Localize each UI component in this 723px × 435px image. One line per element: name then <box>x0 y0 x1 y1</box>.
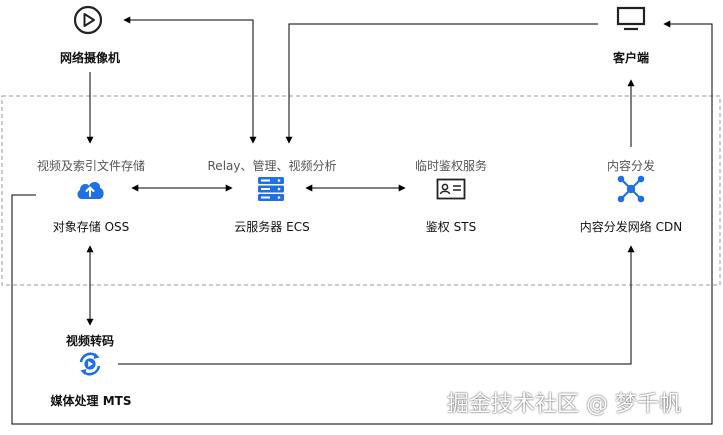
cdn-caption: 内容分发 <box>606 159 656 173</box>
play-circle-icon <box>73 5 103 35</box>
ecs-caption: Relay、管理、视频分析 <box>207 159 337 173</box>
network-nodes-icon <box>617 175 645 203</box>
edge-oss-client <box>11 20 713 425</box>
watermark-text: 掘金技术社区 @ 梦千帆 <box>447 392 681 417</box>
cloud-region-border <box>1 95 721 286</box>
ecs-label: 云服务器 ECS <box>234 220 310 234</box>
cdn-label: 内容分发网络 CDN <box>579 220 683 234</box>
edge-mts-cdn <box>118 245 635 365</box>
oss-caption: 视频及索引文件存储 <box>36 159 146 173</box>
client-label: 客户端 <box>612 51 650 65</box>
sts-caption: 临时鉴权服务 <box>414 159 488 173</box>
sts-label: 鉴权 STS <box>425 220 477 234</box>
oss-label: 对象存储 OSS <box>52 220 130 234</box>
transcode-cycle-icon <box>79 352 101 376</box>
server-stack-icon <box>258 177 284 201</box>
id-card-icon <box>436 178 466 200</box>
cloud-upload-icon <box>77 182 104 199</box>
edge-client-ecs <box>285 23 598 144</box>
edge-camera-ecs <box>123 16 257 144</box>
camera-label: 网络摄像机 <box>59 51 121 65</box>
mts-caption: 视频转码 <box>65 334 115 348</box>
mts-label: 媒体处理 MTS <box>50 394 132 408</box>
monitor-icon <box>616 6 646 31</box>
